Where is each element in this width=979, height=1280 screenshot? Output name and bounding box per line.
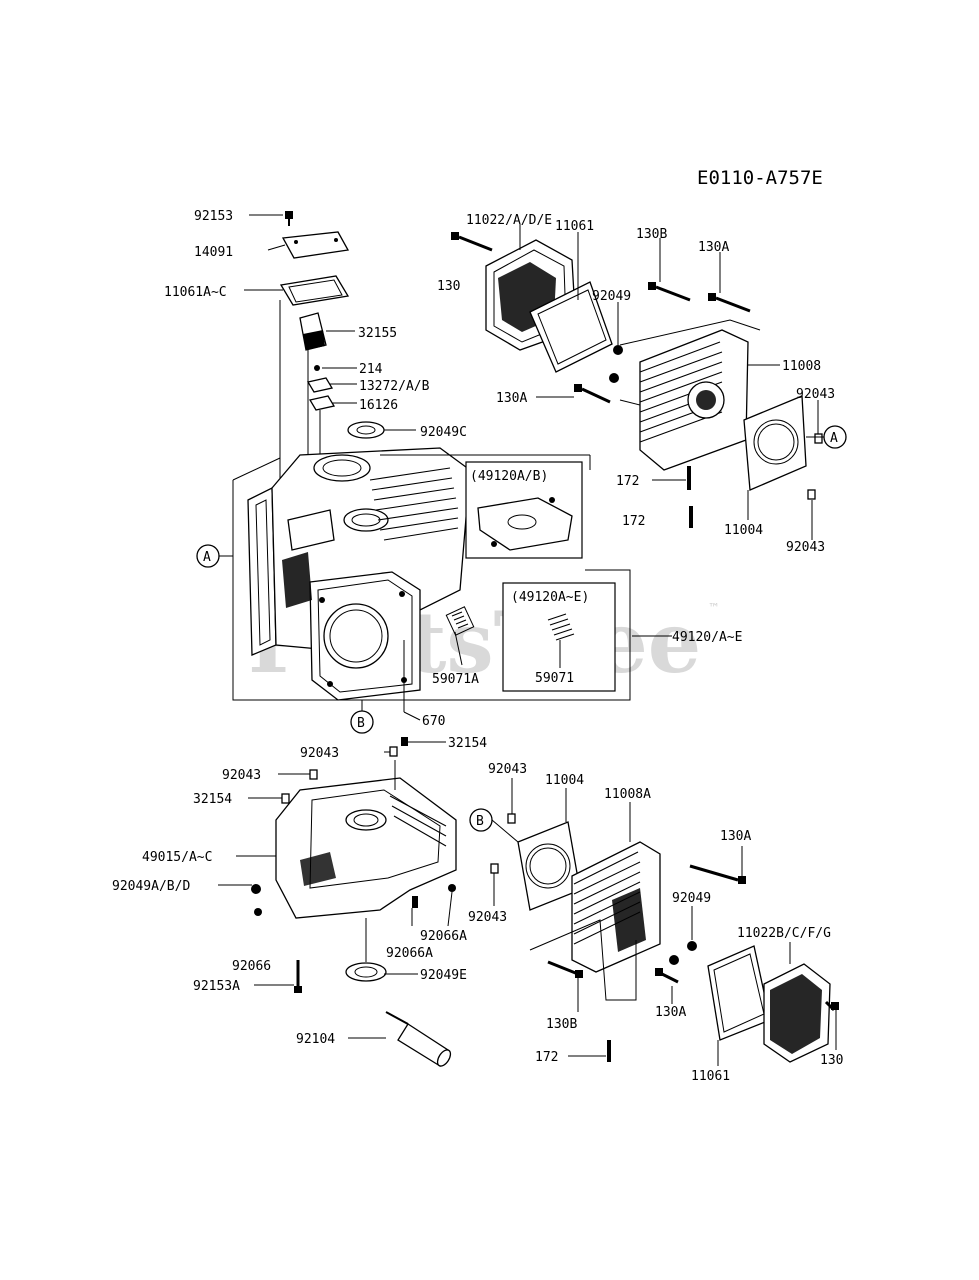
label-11022: 11022/A/D/E [466, 213, 552, 228]
label-130-bottom: 130 [820, 1053, 843, 1068]
rocker-cover-top [451, 232, 613, 373]
leaders-bottom-right [493, 778, 837, 1066]
callout-B-center: B [350, 710, 374, 734]
label-11061-top: 11061 [555, 219, 594, 234]
breather-cover-assembly [279, 211, 385, 439]
label-172-b: 172 [622, 514, 645, 529]
label-130b-bottom: 130B [546, 1017, 577, 1032]
label-92049e: 92049E [420, 968, 467, 983]
label-11061-bottom: 11061 [691, 1069, 730, 1084]
label-130a-b1: 130A [720, 829, 751, 844]
rocker-cover-bottom [707, 945, 839, 1063]
label-92049c: 92049C [420, 425, 467, 440]
cylinder-head-bottom [490, 813, 746, 1062]
inset-head-gasket-kit: (49120A/B) [465, 461, 583, 559]
label-92066: 92066 [232, 959, 271, 974]
svg-text:A: A [830, 431, 838, 446]
leaders-bottom-left [218, 741, 453, 1039]
label-172-bottom: 172 [535, 1050, 558, 1065]
label-49015: 49015/A~C [142, 850, 212, 865]
svg-text:A: A [203, 550, 211, 565]
label-92066a-a: 92066A [420, 929, 467, 944]
crankcase-lower [251, 737, 457, 1067]
callout-B-right: B [469, 808, 519, 843]
watermark-trademark: ™ [708, 601, 720, 615]
callout-A-left: A [196, 544, 233, 568]
callout-brackets [232, 454, 631, 712]
leaders-top-right [403, 224, 819, 721]
label-92043-r2: 92043 [786, 540, 825, 555]
label-11004-bottom: 11004 [545, 773, 584, 788]
inset-valve-kit: (49120A~E) [502, 582, 616, 692]
label-49120: 49120/A~E [672, 630, 742, 645]
part-labels: 92153 14091 11061A~C 32155 214 13272/A/B… [112, 209, 843, 1084]
label-92043-b2: 92043 [468, 910, 507, 925]
label-130-top: 130 [437, 279, 460, 294]
label-130a-b2: 130A [655, 1005, 686, 1020]
label-92153: 92153 [194, 209, 233, 224]
label-32155: 32155 [358, 326, 397, 341]
cylinder-head-top [574, 282, 823, 528]
label-130b-top: 130B [636, 227, 667, 242]
label-130a-top: 130A [698, 240, 729, 255]
svg-text:B: B [357, 716, 365, 731]
label-92043-b1: 92043 [488, 762, 527, 777]
label-92049abd: 92049A/B/D [112, 879, 190, 894]
label-16126: 16126 [359, 398, 398, 413]
label-11022bcfg: 11022B/C/F/G [737, 926, 831, 941]
label-92049-bottom: 92049 [672, 891, 711, 906]
label-92066a-b: 92066A [386, 946, 433, 961]
label-92043-center: 92043 [300, 746, 339, 761]
label-172-a: 172 [616, 474, 639, 489]
crankcase-cylinder [247, 447, 475, 701]
label-14091: 14091 [194, 245, 233, 260]
label-214: 214 [359, 362, 383, 377]
svg-text:(49120A~E): (49120A~E) [511, 590, 589, 605]
callout-A-right: A [806, 425, 847, 449]
label-11004-top: 11004 [724, 523, 763, 538]
label-130a-mid: 130A [496, 391, 527, 406]
label-32154-left: 32154 [193, 792, 232, 807]
label-11008: 11008 [782, 359, 821, 374]
label-11061a-c: 11061A~C [164, 285, 227, 300]
label-670: 670 [422, 714, 445, 729]
label-11008a: 11008A [604, 787, 651, 802]
diagram-code: E0110-A757E [697, 167, 823, 189]
label-92153a: 92153A [193, 979, 240, 994]
label-32154-center: 32154 [448, 736, 487, 751]
label-92043-r1: 92043 [796, 387, 835, 402]
label-13272: 13272/A/B [359, 379, 430, 394]
label-92043-left: 92043 [222, 768, 261, 783]
label-92104: 92104 [296, 1032, 335, 1047]
svg-text:(49120A/B): (49120A/B) [470, 469, 548, 484]
label-59071a: 59071A [432, 672, 479, 687]
label-92049-top: 92049 [592, 289, 631, 304]
svg-text:B: B [476, 814, 484, 829]
label-59071: 59071 [535, 671, 574, 686]
